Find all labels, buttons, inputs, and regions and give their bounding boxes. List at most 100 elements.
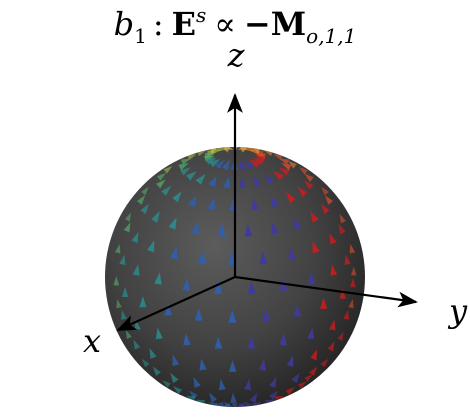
field-arrow [244,378,252,391]
field-arrow [183,333,191,346]
field-arrow [194,308,203,321]
title-colon: : [153,5,164,43]
field-arrow [121,286,129,297]
field-arrow [168,217,177,230]
title-b-subscript: 1 [134,24,147,48]
field-arrow [155,327,163,340]
field-arrow [239,159,247,171]
x-axis [116,275,236,332]
field-arrow [180,167,191,176]
field-arrow [136,195,146,205]
field-arrow [207,197,215,211]
field-arrow [288,247,296,261]
field-arrow [164,303,172,316]
field-arrow [223,147,232,153]
title-M-subscript: o,1,1 [306,24,356,48]
field-arrow [321,186,329,196]
field-arrow [337,331,344,341]
x-axis-label: x [83,322,101,360]
field-arrow [132,264,140,276]
field-arrow [329,233,337,245]
y-axis [234,275,418,308]
field-arrow [293,217,302,230]
field-arrow [209,392,217,403]
field-arrow [232,402,238,407]
field-arrow [170,246,178,260]
field-arrow [299,167,308,175]
figure-title: b1:Es∝−Mo,1,1 [114,3,357,48]
field-arrow [140,203,149,215]
field-arrow [173,386,183,395]
field-arrow [188,390,198,400]
field-arrow [188,195,197,208]
field-arrow [274,395,284,402]
field-arrow [195,174,206,185]
field-arrow [249,159,260,168]
field-arrow [344,254,351,266]
field-arrow [209,159,221,168]
field-arrow [221,402,231,407]
field-arrow [321,203,330,215]
field-arrow [114,244,121,254]
field-arrow [286,355,294,367]
field-arrow [208,175,217,188]
field-arrow [252,402,262,407]
field-arrow [186,395,196,402]
field-arrow [279,158,290,165]
field-arrow [304,173,314,182]
field-arrow [125,330,132,340]
field-arrow [273,154,283,161]
field-arrow [214,401,224,407]
field-arrow [264,399,275,406]
z-axis-label: z [227,36,246,74]
field-arrow [195,399,206,406]
field-arrow [139,296,147,308]
field-arrow [182,278,190,291]
field-arrow [239,176,247,189]
field-arrow [247,336,256,349]
field-arrow [269,390,279,400]
field-arrow [113,276,120,286]
field-arrow [286,191,296,204]
field-arrow [271,221,279,235]
field-arrow [238,147,247,153]
field-arrow [229,360,237,372]
field-arrow [214,336,223,349]
field-arrow [320,297,328,309]
field-arrow [149,348,157,359]
field-arrow [151,211,160,223]
field-arrow [281,163,292,171]
field-arrow [251,197,259,211]
axes [116,93,418,332]
field-arrow [217,223,226,237]
field-arrow [312,241,320,254]
field-arrow [297,186,308,197]
field-arrow [186,171,197,181]
field-arrow [124,212,132,222]
field-arrow [324,195,334,205]
field-arrow [230,392,237,403]
field-arrow [244,223,253,237]
field-arrow [180,158,191,165]
title-proportional: ∝ [214,5,236,43]
field-arrow [339,288,346,299]
field-arrow [147,240,155,253]
field-arrow [161,185,172,196]
field-arrow [338,223,346,235]
field-arrow [170,372,179,384]
field-arrow [269,376,277,388]
field-arrow [264,174,275,185]
field-arrow [320,358,329,368]
field-arrow [197,250,206,264]
field-arrow [228,310,237,323]
field-arrow [163,166,173,174]
field-arrow [222,159,231,171]
field-arrow [349,244,356,254]
field-arrow [178,163,189,171]
field-arrow [259,251,268,265]
field-arrow [285,386,295,396]
field-arrow [273,171,284,181]
field-arrow [307,327,315,340]
field-arrow [223,176,231,189]
field-arrow [133,339,141,350]
